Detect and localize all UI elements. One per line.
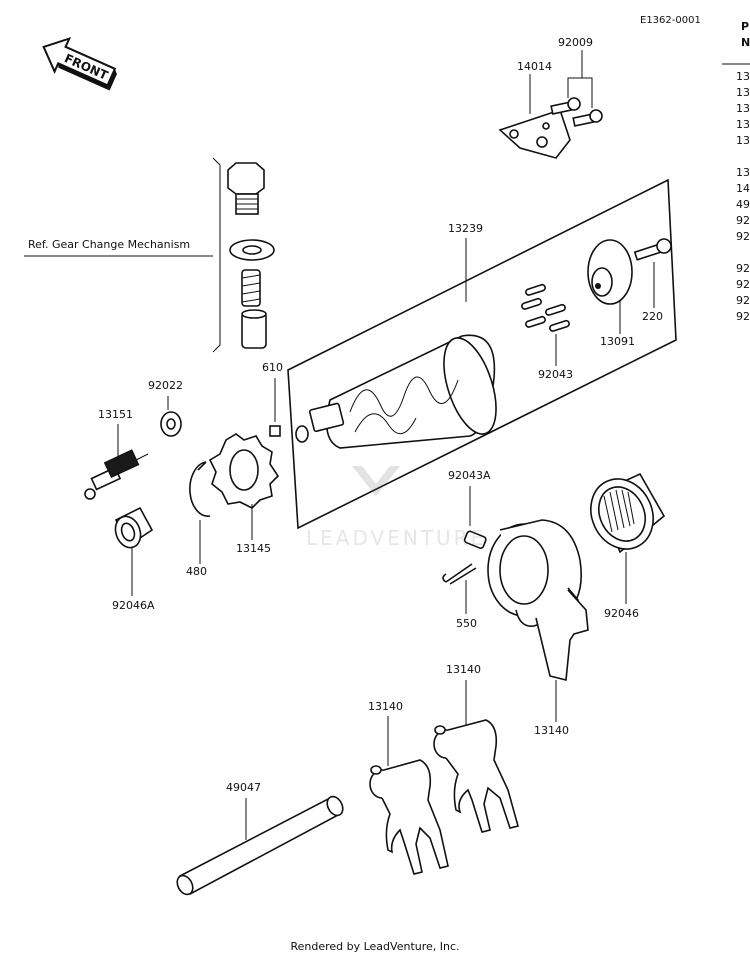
- part-number-13239: 13239: [448, 222, 483, 235]
- part-13091-cam: [587, 239, 633, 305]
- part-number-13140-b: 13140: [446, 663, 481, 676]
- part-92009-screws: [550, 97, 603, 127]
- footer-credit: Rendered by LeadVenture, Inc.: [290, 940, 460, 953]
- part-number-92046: 92046: [604, 607, 639, 620]
- part-92043A-pin: [463, 530, 487, 549]
- part-number-49047: 49047: [226, 781, 261, 794]
- part-number-13140A: 13140: [534, 724, 569, 737]
- part-number-92009: 92009: [558, 36, 593, 49]
- list-item: 13: [736, 70, 750, 83]
- part-number-13091: 13091: [600, 335, 635, 348]
- part-13151-switch: [84, 449, 149, 500]
- part-13140A-fork: [487, 519, 589, 682]
- list-item: 13: [736, 118, 750, 131]
- parts-list-fragment: P N 13 13 13 13 13 13 14 49 92 92 92 92 …: [722, 20, 750, 323]
- list-item: 92: [736, 278, 750, 291]
- part-number-14014: 14014: [517, 60, 552, 73]
- gear-change-spring: [241, 269, 261, 307]
- part-550-cotter-pin: [442, 563, 477, 585]
- part-13140-fork-left: [369, 759, 449, 875]
- part-92022-washer: [160, 411, 182, 437]
- part-92043-pins: [521, 283, 570, 332]
- part-92046-bearing: [590, 472, 666, 554]
- part-number-220: 220: [642, 310, 663, 323]
- part-number-480: 480: [186, 565, 207, 578]
- list-item: 92: [736, 262, 750, 275]
- part-610-pin: [269, 425, 281, 437]
- part-220-bolt: [633, 238, 672, 261]
- part-number-92022: 92022: [148, 379, 183, 392]
- list-item: 92: [736, 294, 750, 307]
- part-13239-shift-drum: [295, 334, 497, 449]
- list-item: 13: [736, 134, 750, 147]
- part-number-610: 610: [262, 361, 283, 374]
- part-number-13145: 13145: [236, 542, 271, 555]
- list-item: 13: [736, 166, 750, 179]
- list-item: 92: [736, 214, 750, 227]
- part-92046A-bearing: [114, 506, 154, 549]
- shift-drum-assembly-box: [287, 178, 677, 530]
- front-arrow-icon: FRONT: [42, 36, 117, 91]
- part-480-circlip: [189, 461, 211, 517]
- list-item: 92: [736, 310, 750, 323]
- part-number-550: 550: [456, 617, 477, 630]
- part-number-92043A: 92043A: [448, 469, 491, 482]
- part-49047-shaft: [176, 795, 344, 896]
- ref-note: Ref. Gear Change Mechanism: [28, 238, 190, 251]
- part-number-13151: 13151: [98, 408, 133, 421]
- list-item: 49: [736, 198, 750, 211]
- leadventure-watermark: LEADVENTURE: [306, 466, 486, 550]
- part-14014-plate: [498, 108, 571, 159]
- list-item: 92: [736, 230, 750, 243]
- watermark-text: LEADVENTURE: [306, 526, 486, 550]
- gear-change-washer: [229, 239, 275, 261]
- part-number-92046A: 92046A: [112, 599, 155, 612]
- gear-change-pin: [241, 309, 267, 349]
- diagram-code: E1362-0001: [640, 15, 701, 26]
- ref-gear-change-bracket: Ref. Gear Change Mechanism: [24, 157, 221, 353]
- list-item: 13: [736, 86, 750, 99]
- list-item: 13: [736, 102, 750, 115]
- list-item: 14: [736, 182, 750, 195]
- gear-change-bolt: [227, 162, 265, 215]
- header-fragment-1: P: [741, 20, 749, 33]
- part-number-13140-a: 13140: [368, 700, 403, 713]
- part-13145-plate: [208, 433, 280, 509]
- part-number-92043: 92043: [538, 368, 573, 381]
- part-13140-fork-right: [433, 719, 519, 833]
- header-fragment-2: N: [741, 36, 750, 49]
